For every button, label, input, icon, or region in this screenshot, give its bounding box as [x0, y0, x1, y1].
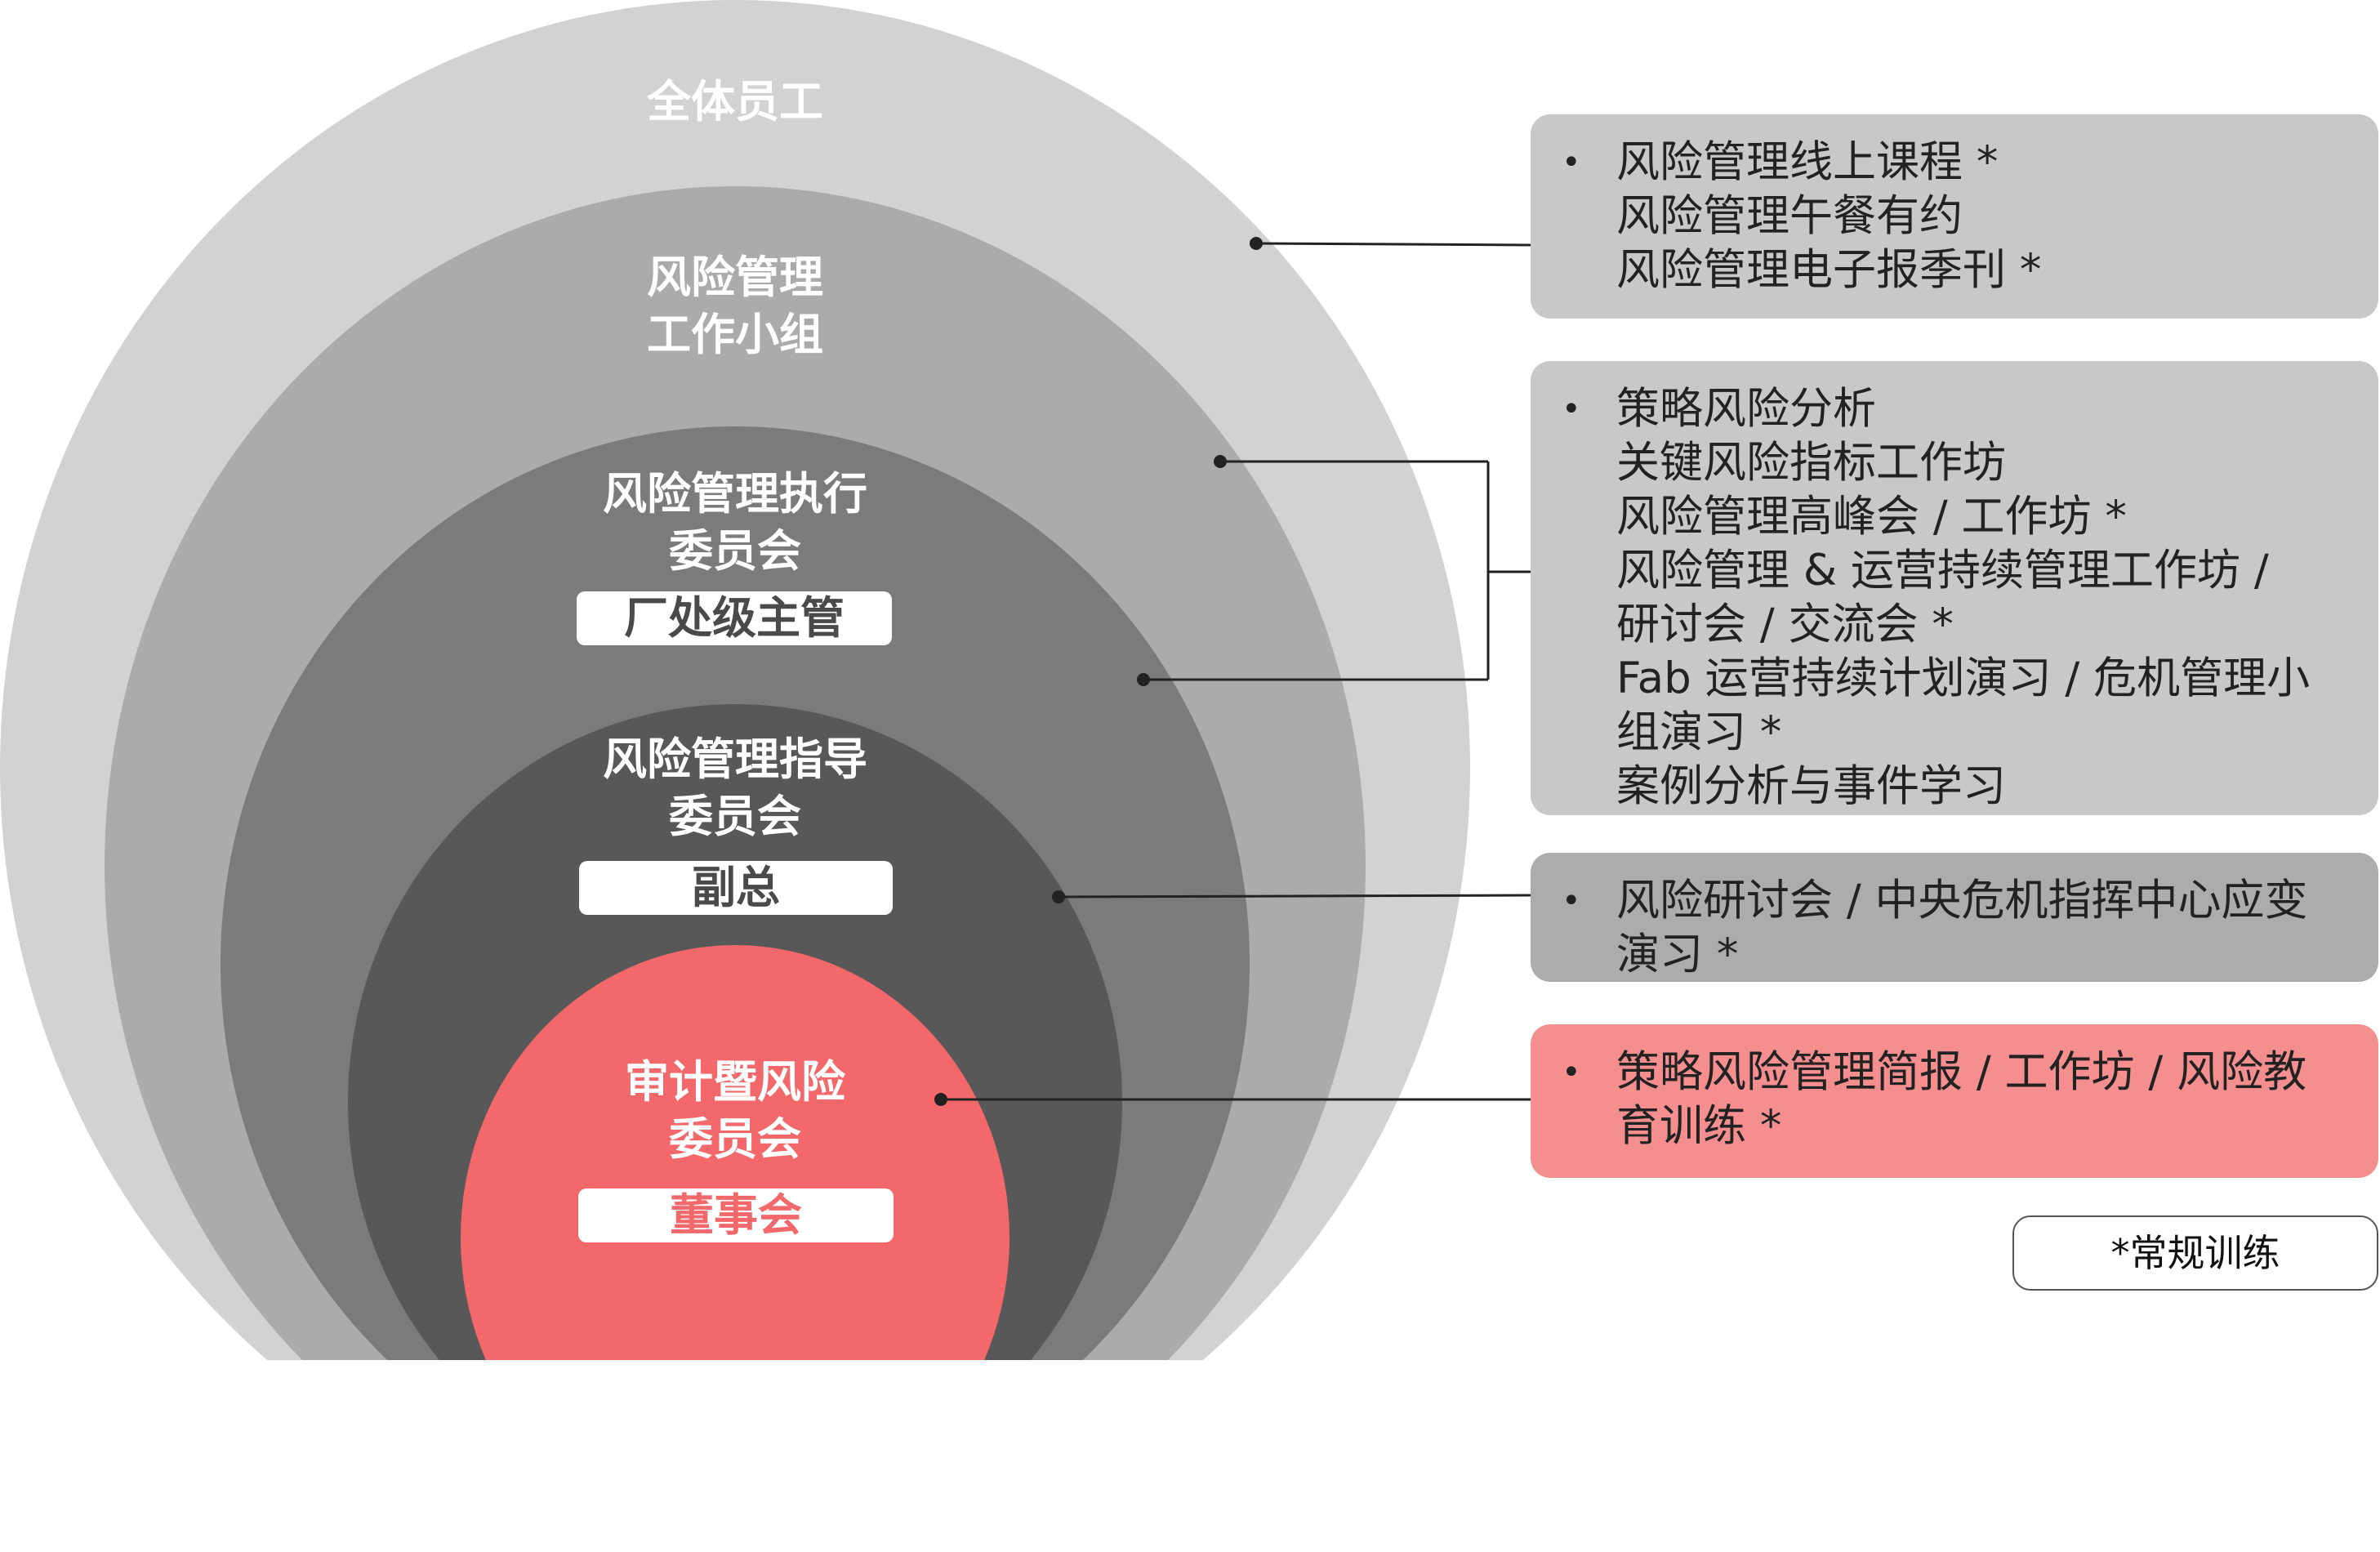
activity-line: 风险管理午餐有约 [1616, 191, 1963, 241]
activity-line: 组演习 * [1616, 707, 1782, 757]
activity-line: 案例分析与事件学习 [1616, 761, 2006, 811]
connector-line [1255, 242, 1531, 247]
layer-label-executive-committee: 风险管理执行 委员会 [603, 468, 867, 577]
ellipse-audit-risk-committee [461, 945, 1009, 1360]
layer-label-steering-committee: 风险管理指导 委员会 [603, 734, 867, 842]
activity-box-all-staff: • 风险管理线上课程 * 风险管理午餐有约 风险管理电子报季刊 * [1531, 114, 2378, 319]
activity-box-steering-committee: • 风险研讨会 / 中央危机指挥中心应变 演习 * [1531, 853, 2378, 982]
tag-plant-managers: 厂处级主管 [577, 591, 892, 645]
activity-line: 风险管理线上课程 * [1616, 137, 1999, 187]
bullet-icon: • [1562, 390, 1581, 428]
connector-line [1058, 894, 1531, 899]
activity-line: 风险管理高峰会 / 工作坊 * [1616, 492, 2127, 542]
layer-label-working-group: 风险管理 工作小组 [647, 252, 823, 360]
legend-regular-training: *常规训练 [2012, 1215, 2378, 1291]
activity-line: 风险管理电子报季刊 * [1616, 245, 2042, 295]
activity-line: 策略风险管理简报 / 工作坊 / 风险教 [1616, 1047, 2307, 1097]
activity-line: Fab 运营持续计划演习 / 危机管理小 [1616, 653, 2311, 703]
bullet-icon: • [1562, 882, 1581, 920]
tag-vice-president: 副总 [579, 861, 893, 915]
activity-line: 风险研讨会 / 中央危机指挥中心应变 [1616, 876, 2308, 925]
tag-board-of-directors: 董事会 [578, 1189, 894, 1242]
activity-line: 策略风险分析 [1616, 384, 1876, 434]
bullet-icon: • [1562, 1054, 1581, 1091]
activity-line: 研讨会 / 交流会 * [1616, 600, 1954, 649]
layer-label-all-staff: 全体员工 [647, 76, 823, 127]
activity-box-working-group-executive: • 策略风险分析 关键风险指标工作坊 风险管理高峰会 / 工作坊 * 风险管理 … [1531, 361, 2378, 815]
activity-line: 育训练 * [1616, 1101, 1782, 1151]
layer-label-audit-risk-committee: 审计暨风险 委员会 [625, 1056, 845, 1165]
activity-box-audit-risk-committee: • 策略风险管理简报 / 工作坊 / 风险教 育训练 * [1531, 1024, 2378, 1178]
bullet-icon: • [1562, 144, 1581, 181]
activity-line: 风险管理 & 运营持续管理工作坊 / [1616, 546, 2269, 595]
activity-line: 关键风险指标工作坊 [1616, 438, 2006, 488]
activity-line: 演习 * [1616, 930, 1739, 979]
